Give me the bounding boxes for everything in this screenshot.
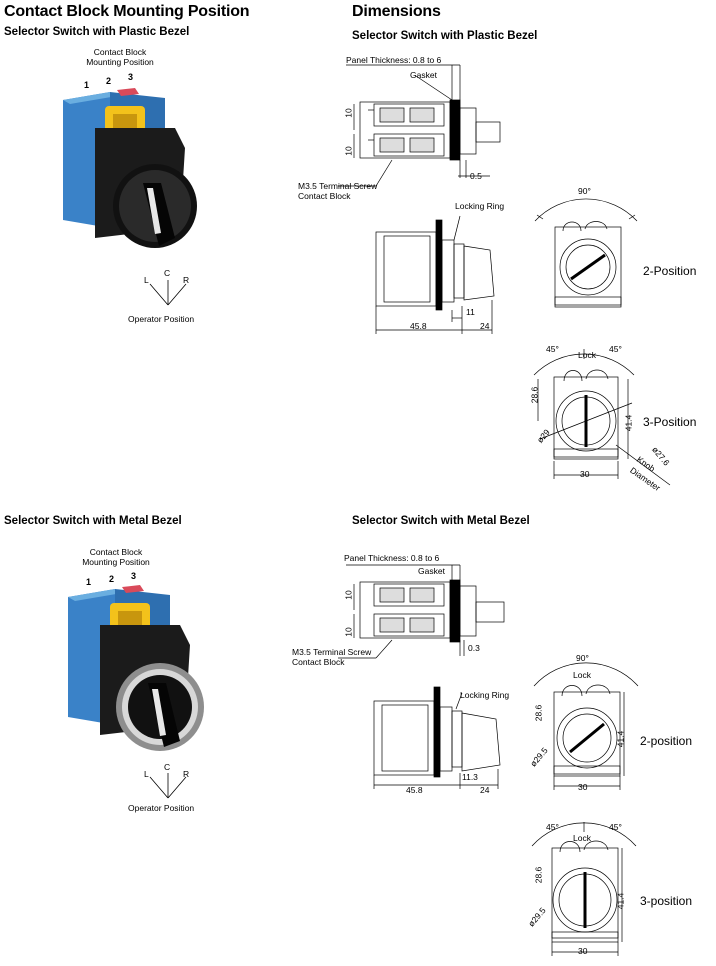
dim-41-4-metal: 41.4 — [615, 730, 626, 748]
dim-11: 11 — [466, 307, 475, 317]
mount-label: Contact Block Mounting Position — [86, 47, 154, 67]
mount-pos-2-metal: 2 — [109, 574, 115, 584]
dim-30-metal: 30 — [578, 782, 588, 792]
lock-label-metal: Lock — [573, 670, 591, 680]
operator-position-label-metal: Operator Position — [128, 803, 195, 813]
dim-28-6: 28.6 — [529, 386, 540, 404]
switch-photo-metal — [68, 585, 204, 751]
dim-10-top: 10 — [343, 108, 354, 118]
dim-41-4: 41.4 — [623, 414, 634, 432]
operator-position-symbol-metal — [149, 773, 187, 799]
side-view-drawing-plastic — [338, 64, 501, 187]
section-title-dimensions: Dimensions — [352, 3, 441, 20]
mount-pos-1: 1 — [84, 80, 90, 90]
front-view-3pos-plastic — [533, 349, 671, 486]
dim-0-3: 0.3 — [468, 643, 480, 653]
operator-l-metal: L — [144, 769, 149, 779]
two-position-label: 2-Position — [643, 264, 697, 278]
panel-thickness-label-metal: Panel Thickness: 0.8 to 6 — [344, 553, 440, 563]
front-view-2pos-plastic — [534, 198, 638, 308]
dim-0-5: 0.5 — [470, 171, 482, 181]
angle-90: 90° — [578, 186, 591, 196]
subtitle-dim-metal: Selector Switch with Metal Bezel — [352, 515, 530, 527]
operator-r: R — [183, 275, 190, 285]
operator-r-metal: R — [183, 769, 190, 779]
section-title-mounting: Contact Block Mounting Position — [4, 3, 250, 20]
gasket-label: Gasket — [410, 70, 437, 80]
operator-position-symbol — [149, 280, 187, 306]
mount-pos-3: 3 — [128, 72, 134, 82]
dim-30-3pos-metal: 30 — [578, 946, 588, 956]
angle-45-right: 45° — [609, 344, 622, 354]
dim-24: 24 — [480, 321, 490, 331]
angle-45-right-metal: 45° — [609, 822, 622, 832]
dim-10-bottom-metal: 10 — [343, 627, 354, 637]
dim-28-6-metal: 28.6 — [533, 704, 544, 722]
locking-ring-label-metal: Locking Ring — [460, 690, 510, 700]
angle-45-left: 45° — [546, 344, 559, 354]
mount-label-metal: Contact Block Mounting Position — [82, 547, 150, 567]
angle-45-left-metal: 45° — [546, 822, 559, 832]
lock-label: Lock — [578, 350, 596, 360]
subtitle-plastic-bezel: Selector Switch with Plastic Bezel — [4, 26, 190, 38]
operator-c: C — [164, 268, 171, 278]
dim-41-4-3pos-metal: 41.4 — [615, 892, 626, 910]
dim-11-3: 11.3 — [462, 772, 478, 782]
mount-pos-1-metal: 1 — [86, 577, 92, 587]
side-view-dimensions-metal — [373, 686, 501, 789]
panel-thickness-label: Panel Thickness: 0.8 to 6 — [346, 55, 442, 65]
side-view-drawing-metal — [338, 564, 505, 659]
subtitle-dim-plastic: Selector Switch with Plastic Bezel — [352, 30, 538, 42]
dim-24-metal: 24 — [480, 785, 490, 795]
dim-10-top-metal: 10 — [343, 590, 354, 600]
gasket-label-metal: Gasket — [418, 566, 445, 576]
lock-label-3pos-metal: Lock — [573, 833, 591, 843]
subtitle-metal-bezel: Selector Switch with Metal Bezel — [4, 515, 182, 527]
two-position-label-metal: 2-position — [640, 734, 693, 748]
operator-position-label: Operator Position — [128, 314, 195, 324]
front-view-3pos-metal — [531, 822, 637, 956]
mount-pos-3-metal: 3 — [131, 571, 137, 581]
operator-l: L — [144, 275, 149, 285]
locking-ring-label: Locking Ring — [455, 201, 505, 211]
dim-10-bottom: 10 — [343, 146, 354, 156]
switch-photo-plastic — [63, 88, 197, 248]
dim-45-8: 45.8 — [410, 321, 427, 331]
terminal-screw-label: M3.5 Terminal Screw Contact Block — [298, 181, 378, 201]
dim-28-6-3pos-metal: 28.6 — [533, 866, 544, 884]
operator-c-metal: C — [164, 762, 171, 772]
dim-30: 30 — [580, 469, 590, 479]
three-position-label-metal: 3-position — [640, 894, 693, 908]
side-view-dimensions-plastic — [375, 215, 495, 334]
three-position-label: 3-Position — [643, 415, 697, 429]
angle-90-metal: 90° — [576, 653, 589, 663]
front-view-2pos-metal — [533, 662, 639, 790]
mount-pos-2: 2 — [106, 76, 112, 86]
dim-45-8-metal: 45.8 — [406, 785, 423, 795]
terminal-screw-label-metal: M3.5 Terminal Screw Contact Block — [292, 647, 372, 667]
